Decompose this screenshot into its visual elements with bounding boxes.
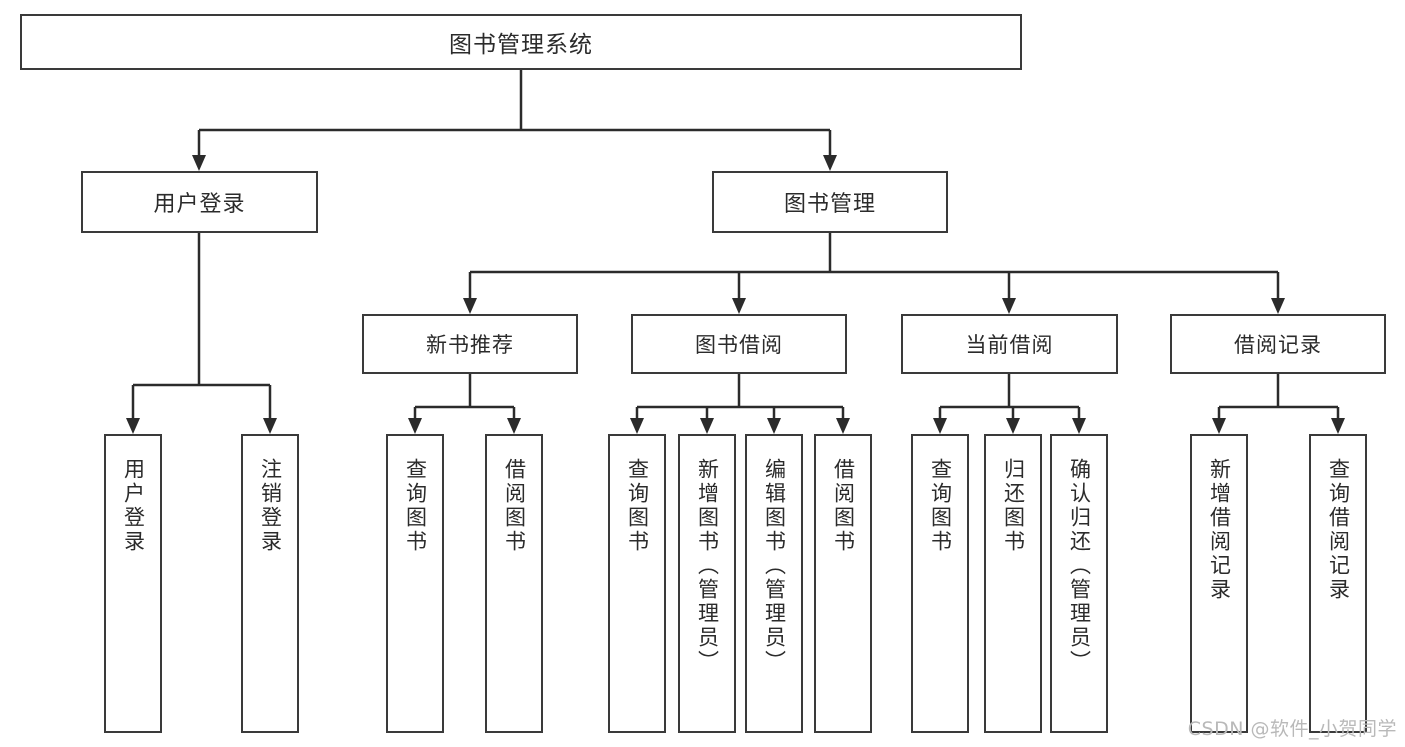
node-borrow-record-label: 借阅记录	[1234, 333, 1322, 357]
node-leaf-query-book-rec[interactable]: 查询图书	[386, 434, 444, 733]
node-leaf-add-book[interactable]: 新增图书（管理员）	[678, 434, 736, 733]
node-leaf-query-book-borrow[interactable]: 查询图书	[608, 434, 666, 733]
node-leaf-query-book-rec-label: 查询图书	[403, 458, 428, 554]
node-user-login-label: 用户登录	[153, 192, 246, 217]
node-borrow-record[interactable]: 借阅记录	[1170, 314, 1386, 374]
node-leaf-user-logout-label: 注销登录	[258, 458, 283, 554]
node-leaf-borrow-book[interactable]: 借阅图书	[814, 434, 872, 733]
node-leaf-add-record-label: 新增借阅记录	[1207, 458, 1232, 602]
node-root[interactable]: 图书管理系统	[20, 14, 1022, 70]
node-leaf-user-login-label: 用户登录	[121, 458, 146, 554]
node-leaf-return-book-label: 归还图书	[1001, 458, 1026, 554]
node-leaf-user-login[interactable]: 用户登录	[104, 434, 162, 733]
node-leaf-query-book-cur-label: 查询图书	[928, 458, 953, 554]
node-leaf-borrow-book-label: 借阅图书	[831, 458, 856, 554]
node-current-borrow[interactable]: 当前借阅	[901, 314, 1118, 374]
node-leaf-add-book-label: 新增图书（管理员）	[695, 458, 720, 674]
node-leaf-query-book-cur[interactable]: 查询图书	[911, 434, 969, 733]
node-leaf-user-logout[interactable]: 注销登录	[241, 434, 299, 733]
node-leaf-query-book-borrow-label: 查询图书	[625, 458, 650, 554]
node-current-borrow-label: 当前借阅	[965, 333, 1054, 357]
node-book-manage-label: 图书管理	[783, 192, 876, 217]
node-root-label: 图书管理系统	[449, 32, 593, 58]
node-leaf-edit-book[interactable]: 编辑图书（管理员）	[745, 434, 803, 733]
node-leaf-confirm-return[interactable]: 确认归还（管理员）	[1050, 434, 1108, 733]
node-leaf-borrow-book-rec[interactable]: 借阅图书	[485, 434, 543, 733]
node-leaf-edit-book-label: 编辑图书（管理员）	[762, 458, 787, 674]
watermark: CSDN @软件_小贺同学	[1187, 718, 1397, 740]
node-user-login[interactable]: 用户登录	[81, 171, 318, 233]
node-leaf-return-book[interactable]: 归还图书	[984, 434, 1042, 733]
node-new-book-rec[interactable]: 新书推荐	[362, 314, 578, 374]
node-book-borrow[interactable]: 图书借阅	[631, 314, 847, 374]
node-book-manage[interactable]: 图书管理	[712, 171, 948, 233]
node-book-borrow-label: 图书借阅	[695, 333, 783, 357]
node-leaf-borrow-book-rec-label: 借阅图书	[502, 458, 527, 554]
node-leaf-confirm-return-label: 确认归还（管理员）	[1067, 458, 1092, 674]
node-leaf-add-record[interactable]: 新增借阅记录	[1190, 434, 1248, 733]
node-new-book-rec-label: 新书推荐	[426, 333, 514, 357]
node-leaf-query-record[interactable]: 查询借阅记录	[1309, 434, 1367, 733]
node-leaf-query-record-label: 查询借阅记录	[1326, 458, 1351, 602]
